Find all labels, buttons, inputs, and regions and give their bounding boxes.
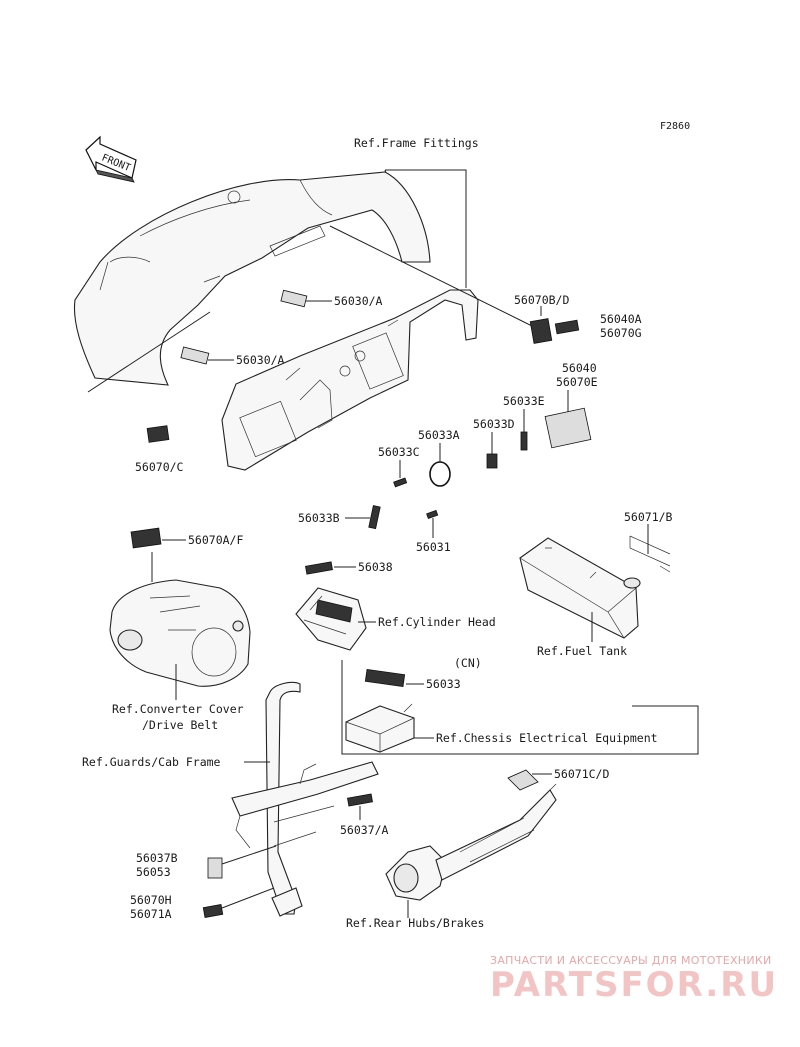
leader-56070h xyxy=(221,887,275,909)
label-56070h: 56070H xyxy=(130,893,172,907)
decal-56033 xyxy=(364,668,406,688)
label-56053: 56053 xyxy=(136,865,171,879)
decal-56071b xyxy=(629,535,671,573)
decal-56037a xyxy=(347,793,373,807)
label-56070bd: 56070B/D xyxy=(514,293,569,307)
decal-56033a xyxy=(429,461,451,487)
label-cn: (CN) xyxy=(454,656,482,670)
label-frame-fittings: Ref.Frame Fittings xyxy=(354,136,479,150)
label-56033b: 56033B xyxy=(298,511,340,525)
label-56040a: 56040A xyxy=(600,312,642,326)
label-56071b: 56071/B xyxy=(624,510,673,524)
decal-56033e xyxy=(520,431,528,451)
decal-56070h xyxy=(202,904,224,918)
label-drive-belt: /Drive Belt xyxy=(142,718,218,732)
leader-56037b xyxy=(221,845,277,865)
rear-hub-assembly xyxy=(385,783,557,901)
label-56038: 56038 xyxy=(358,560,393,574)
decal-56031 xyxy=(426,509,439,520)
decal-56033b xyxy=(368,505,381,530)
label-56030a-lower: 56030/A xyxy=(236,353,285,367)
label-fuel-tank: Ref.Fuel Tank xyxy=(537,644,627,658)
figure-code: F2860 xyxy=(660,121,690,132)
label-56070c: 56070/C xyxy=(135,460,184,474)
watermark-brand: PARTSFOR.RU xyxy=(490,965,778,1005)
label-cylinder-head: Ref.Cylinder Head xyxy=(378,615,496,629)
label-56037a: 56037/A xyxy=(340,823,389,837)
label-56031: 56031 xyxy=(416,540,451,554)
watermark-tagline: ЗАПЧАСТИ И АКСЕССУАРЫ ДЛЯ МОТОТЕХНИКИ xyxy=(490,954,772,967)
cylinder-head xyxy=(295,587,367,651)
decal-56071cd xyxy=(507,769,539,791)
decal-56033c xyxy=(393,477,408,488)
label-guards-cab: Ref.Guards/Cab Frame xyxy=(82,755,221,769)
label-56070e: 56070E xyxy=(556,375,598,389)
decal-56070c xyxy=(146,425,170,443)
label-chassis-electrical: Ref.Chessis Electrical Equipment xyxy=(436,731,658,745)
decal-56030a-lower xyxy=(180,346,210,365)
label-56070af: 56070A/F xyxy=(188,533,243,547)
decal-56070e xyxy=(544,407,592,449)
label-56033: 56033 xyxy=(426,677,461,691)
label-56040: 56040 xyxy=(562,361,597,375)
chassis-electrical-box xyxy=(345,703,415,753)
label-converter-cover: Ref.Converter Cover xyxy=(112,702,244,716)
converter-cover xyxy=(109,579,251,687)
cn-box xyxy=(341,660,699,755)
decal-56038 xyxy=(305,561,333,575)
label-56037b: 56037B xyxy=(136,851,178,865)
label-rear-hubs: Ref.Rear Hubs/Brakes xyxy=(346,916,484,930)
label-56033c: 56033C xyxy=(378,445,420,459)
label-56071a: 56071A xyxy=(130,907,172,921)
decal-56037b xyxy=(207,857,223,879)
label-56033d: 56033D xyxy=(473,417,515,431)
label-56071cd: 56071C/D xyxy=(554,767,609,781)
leader-56070c xyxy=(87,311,211,393)
decal-56070bd xyxy=(529,318,553,344)
front-arrow-icon: FRONT xyxy=(85,135,137,183)
decal-56033d xyxy=(486,453,498,469)
label-56033a: 56033A xyxy=(418,428,460,442)
dashboard-panel xyxy=(221,289,479,471)
decal-56030a-upper xyxy=(280,289,308,308)
fuel-tank xyxy=(519,537,641,639)
label-56030a-upper: 56030/A xyxy=(334,294,383,308)
decal-56040a xyxy=(554,319,580,335)
cab-frame xyxy=(231,681,379,917)
label-56070g: 56070G xyxy=(600,326,642,340)
leader-56070bd xyxy=(329,225,533,327)
decal-56070af xyxy=(130,527,162,549)
label-56033e: 56033E xyxy=(503,394,545,408)
leader-frame-fittings xyxy=(385,169,467,288)
body-panel xyxy=(73,171,431,386)
